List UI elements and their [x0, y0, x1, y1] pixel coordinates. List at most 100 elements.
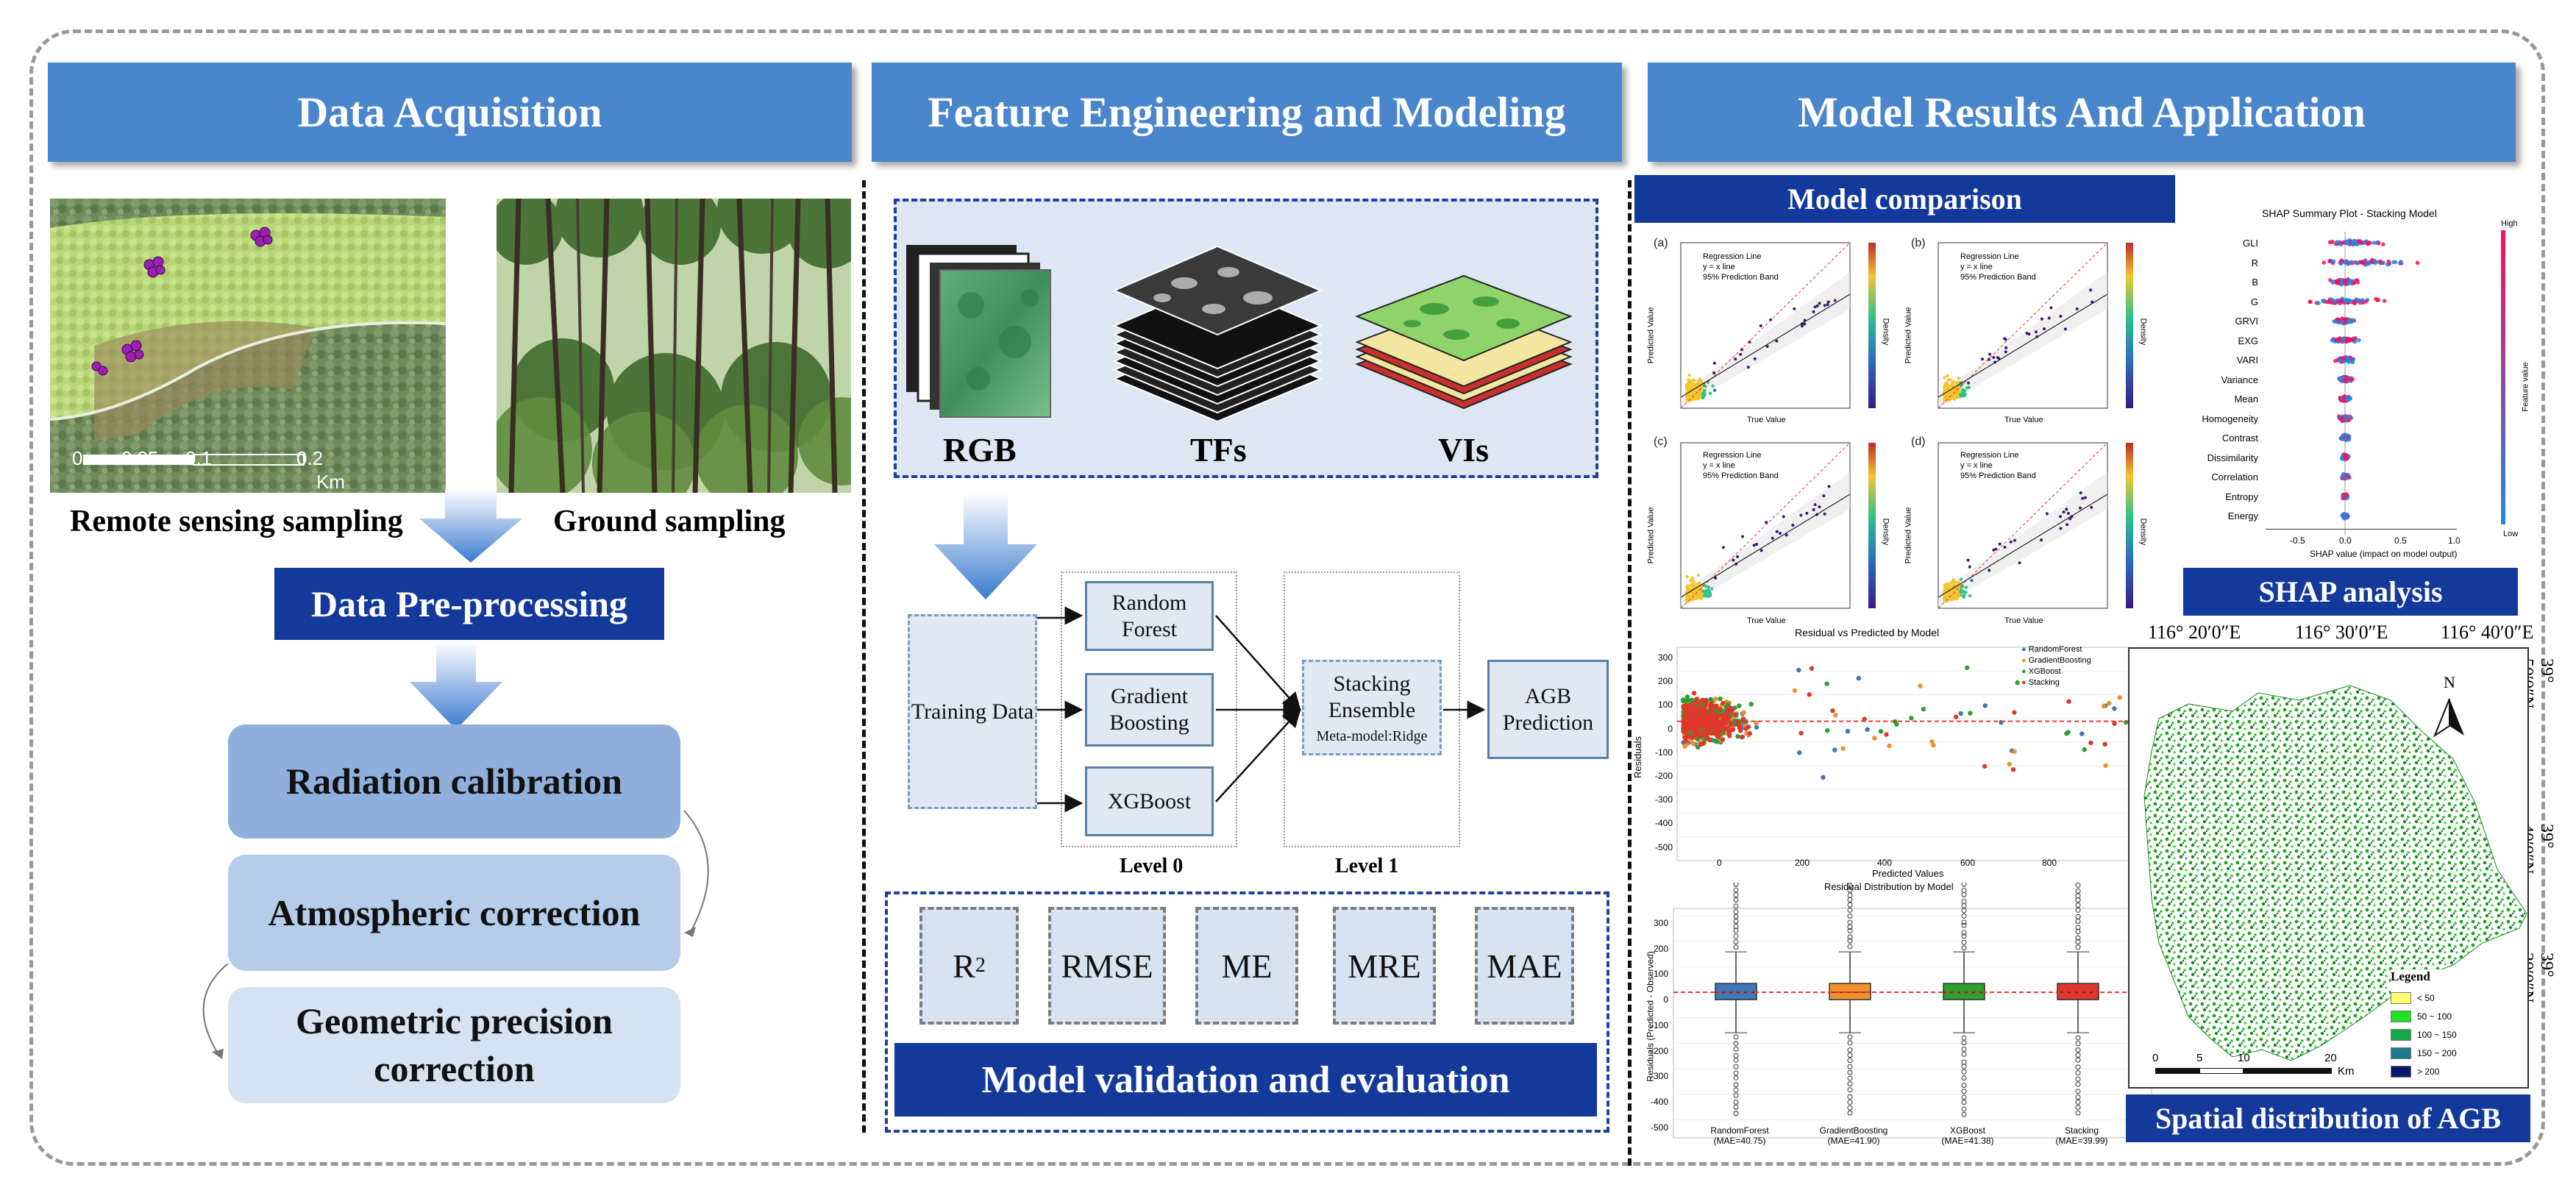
- shap-low: Low: [2503, 530, 2519, 538]
- shap-point: [2330, 338, 2335, 343]
- scatter-point: [1765, 521, 1768, 524]
- shap-point: [2332, 319, 2336, 324]
- shap-xtick-0: -0.5: [2290, 535, 2305, 546]
- scatter-point: [1946, 385, 1950, 388]
- scatter-point: [1746, 366, 1750, 369]
- panel-d-letter: (d): [1911, 435, 1926, 448]
- shap-high: High: [2501, 219, 2518, 228]
- shap-colorbar: [2501, 230, 2505, 524]
- shap-point: [2350, 318, 2355, 323]
- shap-point: [2341, 241, 2346, 245]
- outlier: [1847, 1087, 1853, 1093]
- shap-feature: G: [2250, 296, 2258, 307]
- outlier: [1961, 899, 1967, 905]
- shap-feature: Correlation: [2211, 471, 2258, 482]
- box-label-xgb: XGBoost(MAE=41.38): [1920, 1125, 2015, 1146]
- outlier: [1847, 883, 1853, 888]
- residual-point: [1693, 699, 1698, 704]
- shap-point: [2343, 377, 2347, 382]
- residual-point: [1796, 667, 1801, 673]
- shap-point: [2336, 278, 2341, 282]
- residual-point: [2007, 761, 2012, 767]
- legend-text: 100 ~ 150: [2417, 1029, 2457, 1040]
- residual-point: [1737, 728, 1743, 733]
- shap-feature: VARI: [2236, 355, 2258, 366]
- random-forest-box: Random Forest: [1085, 581, 1214, 651]
- rxtick-800: 800: [2042, 858, 2057, 868]
- scatter-point: [1946, 585, 1950, 589]
- scatter-point: [1812, 310, 1815, 313]
- model-connectors: [1033, 574, 1497, 857]
- residual-point: [1705, 723, 1711, 728]
- shap-point: [2335, 281, 2341, 285]
- step-connectors: [169, 802, 743, 1070]
- lon-label-1: 116° 20ʹ0″E: [2148, 622, 2241, 643]
- scatter-point: [2018, 561, 2021, 565]
- column-divider-2: [1628, 180, 1632, 1166]
- residual-point: [1968, 711, 1973, 716]
- scatter-point: [2009, 540, 2013, 544]
- scatter-point: [2004, 338, 2007, 341]
- scatter-xlabel-a: True Value: [1747, 416, 1786, 424]
- scatter-point: [1945, 380, 1949, 385]
- outlier: [1847, 902, 1853, 908]
- shap-point: [2343, 454, 2348, 458]
- outlier: [1961, 919, 1967, 925]
- residual-point: [1718, 696, 1723, 702]
- scatter-point: [1957, 389, 1962, 393]
- residual-point: [1696, 727, 1701, 732]
- residual-point: [2012, 710, 2017, 715]
- legend-text: > 200: [2417, 1066, 2440, 1077]
- residual-point: [1878, 729, 1884, 734]
- residual-point: [1739, 735, 1745, 740]
- scatter-legend-b: Regression Line y = x line 95% Predictio…: [1960, 252, 2036, 282]
- residual-point: [1824, 728, 1830, 733]
- bytick: -300: [1650, 1071, 1668, 1082]
- shap-point: [2308, 299, 2313, 305]
- residual-point: [1982, 703, 1988, 708]
- outlier: [1733, 933, 1739, 939]
- residual-point: [1832, 747, 1837, 752]
- regression-line: [1938, 494, 2108, 598]
- map-scale-02: 0.2: [296, 447, 324, 469]
- shap-feature: Energy: [2227, 510, 2258, 521]
- outlier: [1961, 939, 1967, 945]
- scatter-point: [1712, 361, 1716, 365]
- outlier: [1847, 1105, 1853, 1111]
- shap-point: [2343, 299, 2348, 304]
- scatter-point: [1949, 591, 1952, 595]
- outlier: [1847, 1040, 1853, 1046]
- scatter-point: [1712, 371, 1716, 375]
- residual-point: [1700, 741, 1706, 747]
- outlier: [1847, 1034, 1853, 1040]
- legend-band: 95% Prediction Band: [1960, 273, 2036, 282]
- shap-feature: GRVI: [2235, 316, 2258, 327]
- scatter-ylabel-c: Predicted Value: [1646, 507, 1656, 564]
- scatter-legend-c: Regression Line y = x line 95% Predictio…: [1703, 450, 1779, 481]
- legend-regression: Regression Line: [1960, 451, 2019, 460]
- agb-map: [2128, 647, 2529, 1089]
- scatter-point: [1812, 508, 1815, 511]
- scatter-point: [2075, 307, 2079, 310]
- scatter-point: [1803, 322, 1807, 326]
- scatter-point: [1994, 547, 1998, 551]
- metric-mre: MRE: [1333, 907, 1436, 1025]
- scatter-point: [1943, 583, 1947, 587]
- training-data-box: Training Data: [908, 614, 1037, 809]
- residual-point: [1685, 697, 1690, 702]
- agb-prediction-box: AGB Prediction: [1487, 660, 1609, 759]
- residual-point: [1686, 722, 1692, 727]
- outlier: [2075, 893, 2081, 899]
- scatter-colorbar-b: Density: [2138, 318, 2148, 346]
- outlier: [1733, 939, 1739, 944]
- panel-b-letter: (b): [1911, 237, 1926, 249]
- metric-r2-sup: 2: [975, 954, 986, 977]
- scatter-point: [1951, 596, 1956, 601]
- rytick: -300: [1654, 794, 1673, 805]
- scatter-point: [1827, 485, 1831, 488]
- residual-point: [1982, 763, 1988, 769]
- residual-point: [1845, 728, 1851, 734]
- residual-point: [1730, 707, 1735, 713]
- residual-point: [1691, 710, 1697, 716]
